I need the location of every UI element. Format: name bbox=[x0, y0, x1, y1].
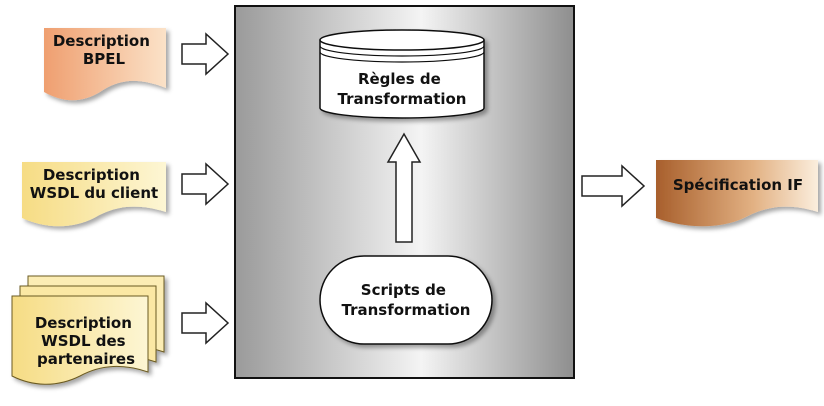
transformation-scripts-label: Scripts de Transformation bbox=[342, 281, 471, 319]
wsdl-client-description-document bbox=[22, 162, 166, 227]
bpel-description-document bbox=[44, 28, 166, 101]
wsdl-partners-input-arrow bbox=[181, 301, 230, 345]
wsdl-partners-description-stack bbox=[11, 275, 165, 385]
wsdl-client-input-arrow bbox=[181, 162, 230, 206]
output-arrow bbox=[581, 164, 646, 208]
scripts-to-rules-arrow bbox=[386, 132, 422, 243]
transformation-rules-database bbox=[319, 29, 485, 119]
bpel-description-label: Description BPEL bbox=[53, 32, 155, 68]
wsdl-partners-description-label: Description WSDL des partenaires bbox=[35, 314, 137, 368]
transformation-scripts-node bbox=[319, 255, 493, 345]
transformation-rules-label: Règles de Transformation bbox=[338, 70, 467, 108]
wsdl-client-description-label: Description WSDL du client bbox=[30, 166, 158, 202]
if-specification-document bbox=[656, 160, 818, 227]
bpel-input-arrow bbox=[181, 32, 230, 76]
if-specification-label: Spécification IF bbox=[673, 176, 803, 194]
